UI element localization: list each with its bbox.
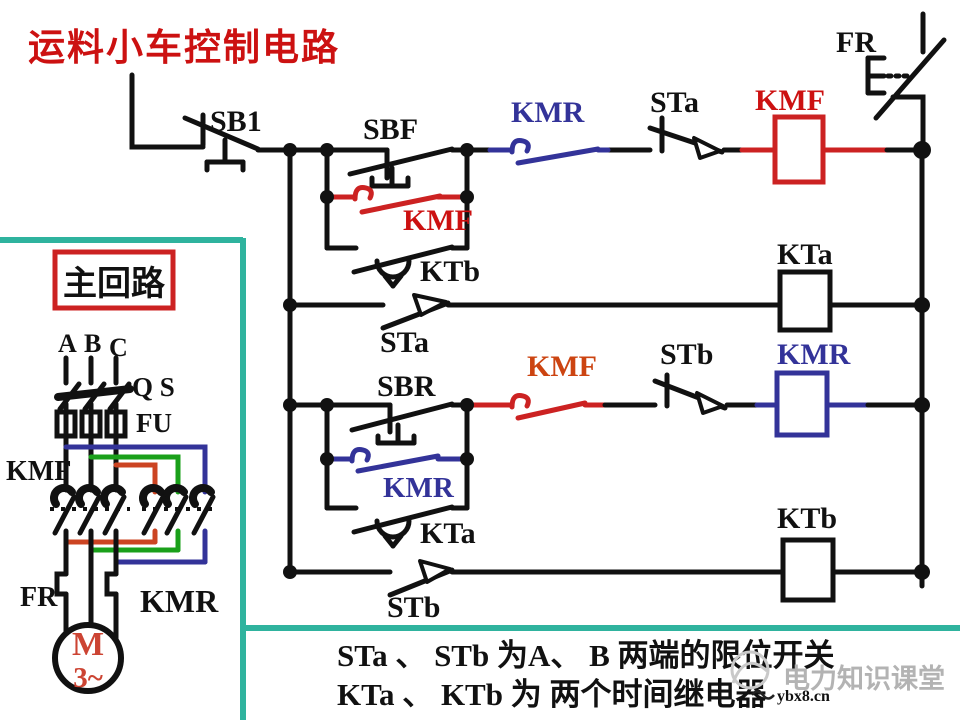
phase-a-label: A	[58, 329, 77, 358]
sbr-label: SBR	[377, 370, 436, 403]
phase-b-label: B	[84, 329, 101, 358]
control-circuit: SB1 SBF KMF	[129, 11, 947, 624]
sta-nc-limit-contact: STa	[647, 86, 725, 160]
kmr-interlock-contact: KMR	[487, 96, 611, 166]
main-circuit: 主回路 A B C Q S FU	[0, 237, 960, 720]
watermark-logo-icon	[730, 650, 770, 690]
phase-swap-wires-top	[63, 444, 208, 495]
sta-no-limit-contact: STa	[380, 293, 451, 359]
fu-fuses: FU	[54, 408, 172, 439]
kmr-interlock-label: KMR	[511, 96, 585, 129]
watermark-site: ybx8.cn	[777, 688, 830, 705]
watermark-brand: 电力知识课堂	[783, 664, 945, 694]
kmr-contactor-poles: KMR	[139, 484, 219, 619]
junction-dots	[283, 141, 931, 580]
caption-line1: STa 、 STb 为A、 B 两端的限位开关	[337, 638, 835, 673]
stb-no-limit-contact: STb	[387, 559, 455, 624]
caption-line2: KTa 、 KTb 为 两个时间继电器	[337, 677, 767, 712]
fr-heater: FR	[20, 571, 119, 644]
kmf-main-label: KMF	[6, 456, 71, 487]
watermark-wave	[750, 690, 775, 700]
kmr-selfhold-contact: KMR	[329, 447, 465, 504]
phase-swap-wires-bottom	[63, 528, 208, 565]
fr-contact-label: FR	[836, 26, 876, 59]
main-circuit-frame	[0, 237, 960, 720]
main-circuit-title-box: 主回路	[52, 249, 176, 311]
kmr-selfhold-label: KMR	[383, 472, 455, 504]
kta-coil: KTa	[777, 238, 833, 333]
sta-no-label: STa	[380, 326, 429, 359]
watermark-logo-icon	[731, 661, 769, 684]
kmf-interlock-label: KMF	[527, 350, 597, 383]
kmr-main-label: KMR	[140, 583, 219, 619]
ktb-coil-label: KTb	[777, 502, 837, 535]
motor-phase: 3~	[73, 662, 103, 694]
kmf-interlock-contact: KMF	[467, 350, 608, 421]
kmr-coil-label: KMR	[777, 338, 851, 371]
sbf-forward-button: SBF	[347, 113, 455, 189]
supply-wire	[129, 72, 206, 150]
sb1-label: SB1	[210, 105, 262, 138]
ktb-delay-contact: KTb	[324, 244, 480, 289]
phase-c-label: C	[109, 333, 128, 362]
fr-main-label: FR	[20, 582, 58, 613]
caption: STa 、 STb 为A、 B 两端的限位开关 KTa 、 KTb 为 两个时间…	[337, 638, 835, 712]
kta-delay-contact: KTa	[324, 504, 476, 550]
sb1-stop-button: SB1	[182, 105, 262, 173]
motor-letter: M	[72, 626, 104, 663]
sbr-reverse-button: SBR	[349, 370, 455, 446]
phase-labels: A B C	[58, 329, 128, 362]
stb-nc-label: STb	[660, 338, 713, 371]
qs-switch: Q S	[54, 372, 175, 412]
kmf-contactor-poles: KMF	[6, 456, 130, 536]
stb-nc-limit-contact: STb	[652, 338, 728, 415]
kmf-selfhold-contact: KMF	[329, 185, 473, 237]
stb-no-label: STb	[387, 591, 440, 624]
kmr-coil: KMR	[774, 338, 851, 438]
kta-coil-label: KTa	[777, 238, 833, 271]
sbf-label: SBF	[363, 113, 418, 146]
kta-contact-label: KTa	[420, 517, 476, 550]
motor: M 3~	[52, 622, 124, 694]
qs-label: Q S	[132, 372, 175, 402]
kmf-coil-label: KMF	[755, 84, 825, 117]
sta-nc-label: STa	[650, 86, 699, 119]
ktb-coil: KTb	[777, 502, 837, 603]
fr-overload-contact: FR	[836, 11, 947, 151]
watermark: 电力知识课堂 ybx8.cn	[730, 650, 945, 705]
kmf-selfhold-label: KMF	[403, 204, 473, 237]
kmf-coil: KMF	[755, 84, 826, 185]
ktb-contact-label: KTb	[420, 255, 480, 288]
page-title: 运料小车控制电路	[28, 27, 340, 69]
main-circuit-title: 主回路	[63, 265, 166, 303]
fu-label: FU	[136, 408, 172, 438]
